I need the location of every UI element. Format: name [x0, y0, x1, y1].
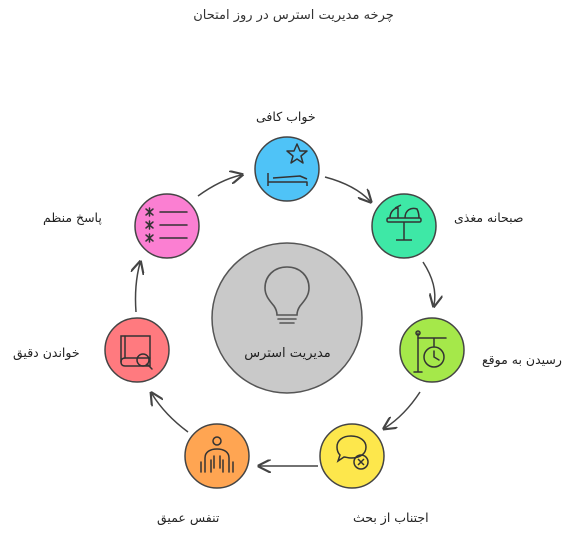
step-careful-reading	[104, 317, 170, 383]
arrow-breathe-to-read	[152, 394, 189, 433]
people-breathing-icon	[200, 436, 234, 473]
checklist-icon	[145, 207, 188, 243]
arrow-breakfast-to-arrival	[422, 261, 435, 305]
arrow-sleep-to-breakfast	[324, 176, 370, 201]
step-sleep	[254, 136, 320, 202]
step-label-answer: پاسخ منظم	[43, 210, 102, 225]
arrow-arrival-to-avoid	[385, 391, 421, 428]
step-deep-breathing	[184, 423, 250, 489]
sleep-star-icon	[267, 143, 308, 186]
step-label-read: خواندن دقیق	[13, 345, 80, 360]
step-arrival	[399, 317, 465, 383]
breakfast-table-icon	[386, 204, 422, 241]
arrow-answer-to-sleep	[197, 175, 241, 197]
step-label-arrival: رسیدن به موقع	[482, 352, 562, 367]
step-label-sleep: خواب کافی	[256, 109, 316, 124]
step-avoid-argument	[319, 423, 385, 489]
diagram-title: چرخه مدیریت استرس در روز امتحان	[193, 8, 394, 23]
step-label-avoid: اجتناب از بحث	[353, 510, 429, 525]
book-search-icon	[120, 335, 153, 370]
step-breakfast	[371, 193, 437, 259]
center-node	[211, 242, 363, 394]
center-label: مدیریت استرس	[244, 346, 331, 361]
step-label-breakfast: صبحانه مغذی	[454, 210, 524, 225]
step-label-breathe: تنفس عمیق	[157, 510, 220, 525]
arrow-read-to-answer	[136, 263, 141, 313]
lightbulb-icon	[264, 266, 310, 324]
clock-sign-icon	[413, 330, 447, 373]
step-orderly-answer	[134, 193, 200, 259]
speech-bubble-x-icon	[336, 435, 369, 470]
flow-arrows	[136, 175, 435, 466]
